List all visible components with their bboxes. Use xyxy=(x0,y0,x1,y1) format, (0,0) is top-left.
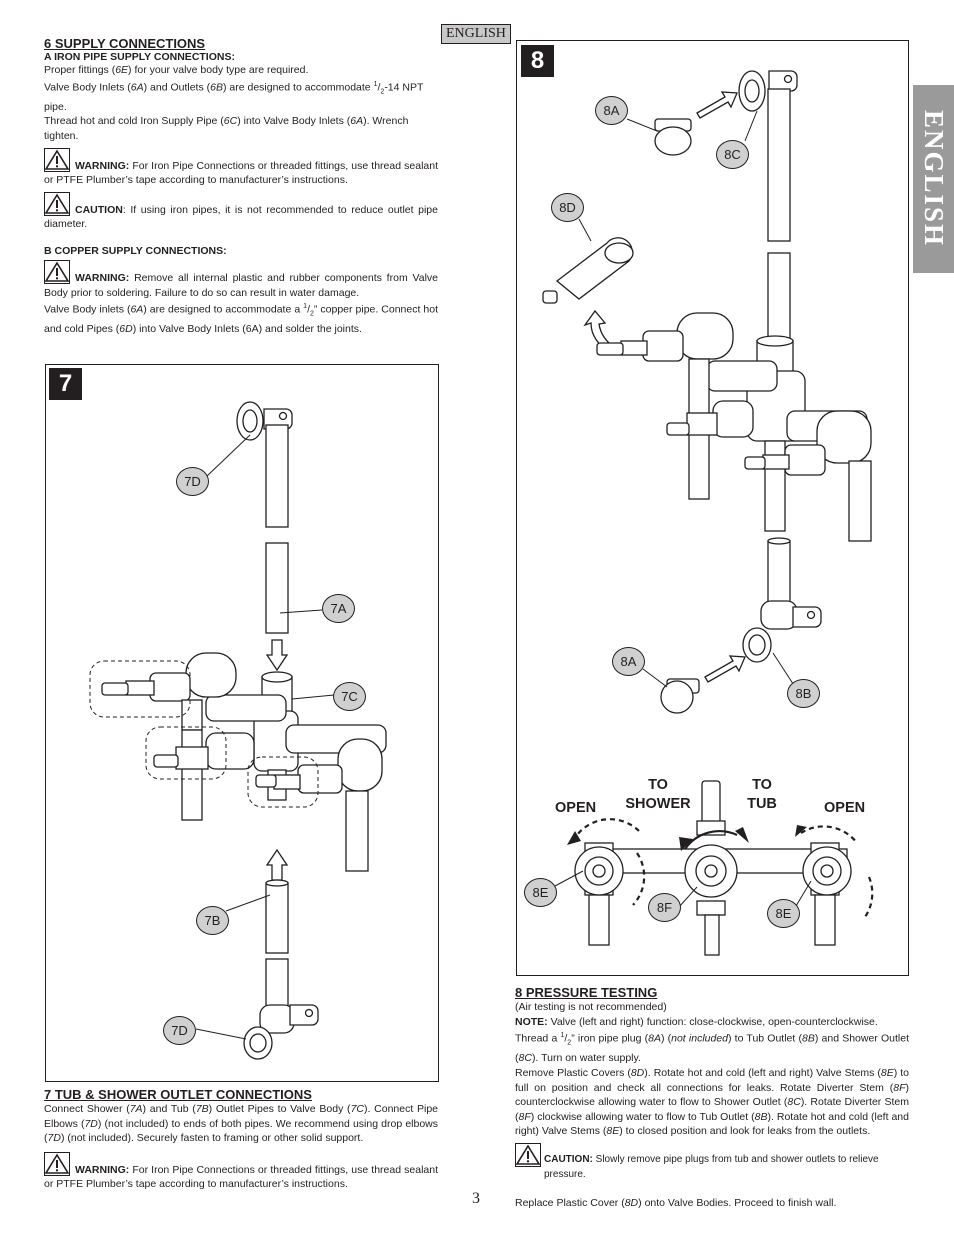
callout-8e-left: 8E xyxy=(524,878,557,907)
pressure-step-2: Remove Plastic Covers (8D). Rotate hot a… xyxy=(515,1066,910,1138)
warning-copper: WARNING: Remove all internal plastic and… xyxy=(44,259,438,300)
valve-function-note: NOTE: Valve (left and right) function: c… xyxy=(515,1015,878,1028)
callout-7c: 7C xyxy=(333,682,366,711)
iron-pipe-subtitle: A IRON PIPE SUPPLY CONNECTIONS: xyxy=(44,51,235,63)
label-to-shower: TO SHOWER xyxy=(625,777,691,812)
section-8-title: 8 PRESSURE TESTING xyxy=(515,985,658,1000)
label-open-right: OPEN xyxy=(824,800,866,816)
callout-8b: 8B xyxy=(787,679,820,708)
label-to-tub: TO TUB xyxy=(747,777,777,812)
section-6-title: 6 SUPPLY CONNECTIONS xyxy=(44,36,206,51)
callout-8a-top: 8A xyxy=(595,96,628,125)
copper-text: Valve Body inlets (6A) are designed to a… xyxy=(44,303,439,336)
side-tab-label: ENGLISH xyxy=(919,110,949,248)
section-supply-connections: 6 SUPPLY CONNECTIONS A IRON PIPE SUPPLY … xyxy=(44,36,438,337)
iron-pipe-text: Proper fittings (6E) for your valve body… xyxy=(44,64,424,142)
side-language-tab: ENGLISH xyxy=(913,85,954,273)
callout-8d: 8D xyxy=(551,193,584,222)
label-open-left: OPEN xyxy=(555,800,597,816)
figure-8-illustration xyxy=(542,70,874,956)
air-testing-note: (Air testing is not recommended) xyxy=(515,1001,667,1013)
figure-7-illustration xyxy=(89,401,387,1060)
figure-8: 8 xyxy=(516,40,909,976)
page-number: 3 xyxy=(472,1190,480,1207)
language-tab: ENGLISH xyxy=(441,24,511,44)
callout-8c: 8C xyxy=(716,140,749,169)
callout-8a-bottom: 8A xyxy=(612,647,645,676)
section-7-title: 7 TUB & SHOWER OUTLET CONNECTIONS xyxy=(44,1087,312,1102)
callout-8f: 8F xyxy=(648,893,681,922)
callout-8e-right: 8E xyxy=(767,899,800,928)
callout-7d-top: 7D xyxy=(176,467,209,496)
pressure-step-3: Replace Plastic Cover (8D) onto Valve Bo… xyxy=(515,1197,837,1210)
section-tub-shower: 7 TUB & SHOWER OUTLET CONNECTIONS Connec… xyxy=(44,1087,438,1192)
figure-8-number: 8 xyxy=(521,45,554,77)
caution-pipe-plugs: CAUTION: Slowly remove pipe plugs from t… xyxy=(515,1142,909,1182)
callout-7a: 7A xyxy=(322,594,355,623)
section-7-text: Connect Shower (7A) and Tub (7B) Outlet … xyxy=(44,1103,439,1145)
caution-iron-pipe: CAUTION: If using iron pipes, it is not … xyxy=(44,191,438,232)
warning-outlet: WARNING: For Iron Pipe Connections or th… xyxy=(44,1151,438,1192)
figure-7-number: 7 xyxy=(49,368,82,400)
callout-7b: 7B xyxy=(196,906,229,935)
callout-7d-bottom: 7D xyxy=(163,1016,196,1045)
figure-7: 7 xyxy=(45,364,439,1082)
warning-icon xyxy=(515,1142,541,1167)
section-pressure-testing: 8 PRESSURE TESTING (Air testing is not r… xyxy=(515,985,909,1211)
copper-subtitle: B COPPER SUPPLY CONNECTIONS: xyxy=(44,244,227,257)
warning-iron-pipe: WARNING: For Iron Pipe Connections or th… xyxy=(44,147,438,188)
pressure-step-1: Thread a 1/2” iron pipe plug (8A) (not i… xyxy=(515,1032,909,1065)
